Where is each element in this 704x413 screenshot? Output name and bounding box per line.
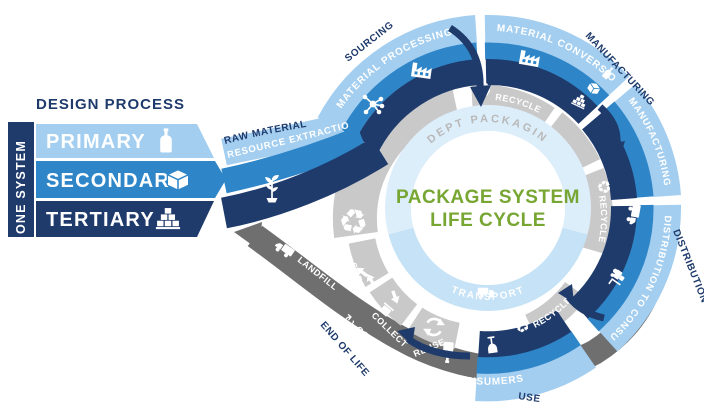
gray-segment-sort [348,237,389,287]
secondary-label: SECONDARY [46,170,184,192]
recycle-right-icon: ♻ [594,176,615,199]
recycle-left-icon: ♻ [334,201,372,245]
center-title-line1: PACKAGE SYSTEM [396,187,580,208]
landfill-arrow-tip [234,222,262,250]
use-label: USE [518,391,542,405]
distribution-label: DISTRIBUTION [670,228,704,305]
center-title-line2: LIFE CYCLE [430,210,546,231]
gray-segment-plain [545,112,601,172]
gray-segment-recycle-right [578,167,614,255]
recycle-left-label: RECYCLE [322,199,334,246]
design-process-title: DESIGN PROCESS [36,96,185,113]
gray-segment-reuse [407,307,461,350]
design-process-block: DESIGN PROCESS ONE SYSTEM PRIMARY SECOND… [8,96,226,237]
one-system-label: ONE SYSTEM [14,140,28,234]
box-icon [166,168,190,191]
gray-segment-collect [369,277,418,326]
inner-ring-navy [356,58,638,358]
primary-label: PRIMARY [46,131,146,153]
consumers-label: CONSUMERS [451,373,525,388]
recycle-right-label: RECYCLE [596,195,609,244]
hub-circle [411,131,565,285]
tertiary-label: TERTIARY [46,209,155,231]
inner-ring [385,104,591,311]
one-system-bar [8,122,34,237]
flow-arrowheads [397,85,625,345]
entry-bands [221,113,389,229]
